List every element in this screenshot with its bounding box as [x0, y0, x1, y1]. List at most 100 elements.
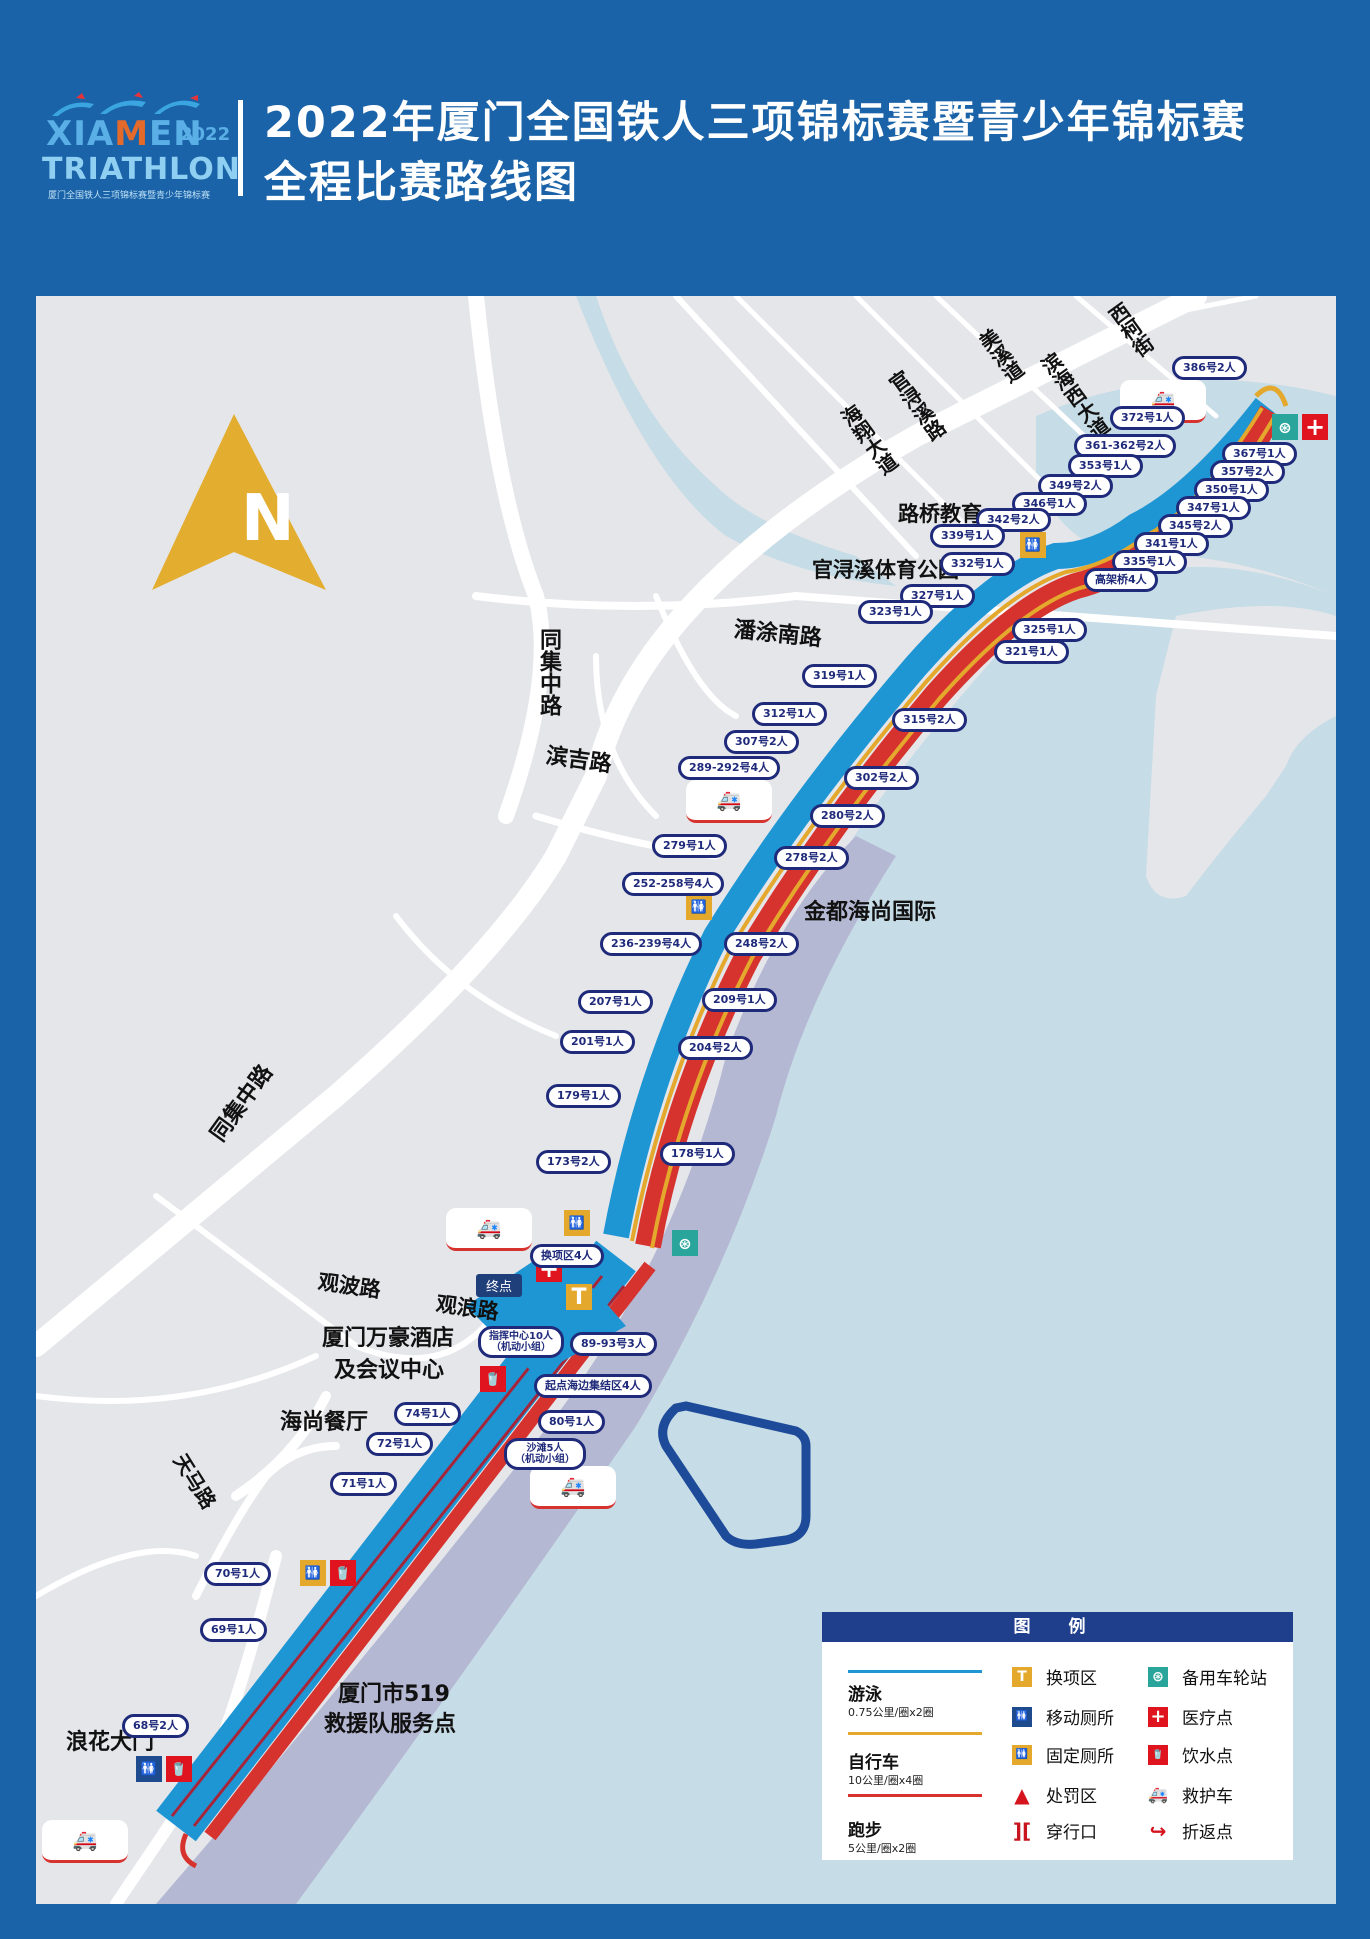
water-station-icon: 🥤 [1148, 1744, 1168, 1765]
place-rescue-519: 厦门市519 [338, 1682, 450, 1707]
marshal-post-label: 70号1人 [204, 1562, 271, 1586]
legend-run-name: 跑步 [848, 1821, 882, 1841]
marshal-post-label: 386号2人 [1172, 356, 1247, 380]
ambulance-icon: 🚑 [42, 1820, 128, 1863]
ambulance-icon: 🚑 [686, 780, 772, 823]
ambulance-icon: 🚑 [446, 1208, 532, 1251]
athlete-swoosh-icon [52, 92, 200, 116]
marshal-post-label: 沙滩5人（机动小组） [504, 1438, 586, 1470]
legend-medical: +医疗点 [1148, 1704, 1233, 1729]
fixed-toilet-icon: 🚻 [1012, 1744, 1032, 1765]
fixed-toilet-icon: 🚻 [564, 1210, 590, 1236]
spare-wheel-icon: ⊛ [1272, 414, 1298, 440]
marshal-post-label: 72号1人 [366, 1432, 433, 1456]
legend-crossing: ][穿行口 [1012, 1818, 1097, 1844]
fixed-toilet-icon: 🚻 [300, 1560, 326, 1586]
header: XIAMEN 2022 TRIATHLON 厦门全国铁人三项锦标赛暨青少年锦标赛… [0, 0, 1370, 290]
legend-run-desc: 5公里/圈x2圈 [848, 1842, 917, 1855]
legend-bike-line [848, 1732, 982, 1735]
legend: 图 例 游泳 0.75公里/圈x2圈 自行车 10公里/圈x4圈 跑步 5公里/… [822, 1612, 1293, 1860]
marshal-post-label: 321号1人 [994, 640, 1069, 664]
marshal-post-label: 372号1人 [1110, 406, 1185, 430]
legend-penalty: ▲处罚区 [1012, 1782, 1097, 1808]
fixed-toilet-icon: 🚻 [1020, 532, 1046, 558]
marshal-post-label: 68号2人 [122, 1714, 189, 1738]
fixed-toilet-icon: 🚻 [686, 894, 712, 920]
marshal-post-label: 236-239号4人 [600, 932, 703, 956]
water-station-icon: 🥤 [330, 1560, 356, 1586]
marshal-post-label: 201号1人 [560, 1030, 635, 1054]
medical-icon: + [1302, 413, 1328, 441]
legend-bike-name: 自行车 [848, 1753, 899, 1773]
compass-arrow [152, 414, 326, 590]
logo-subtitle: 厦门全国铁人三项锦标赛暨青少年锦标赛 [48, 191, 211, 201]
marshal-post-label: 209号1人 [702, 988, 777, 1012]
marshal-post-label: 换项区4人 [530, 1244, 604, 1268]
marshal-post-label: 指挥中心10人（机动小组） [478, 1326, 564, 1358]
place-jindu-haishang: 金都海尚国际 [804, 900, 937, 925]
place-guanxunxi-park: 官浔溪体育公园 [812, 558, 959, 582]
marshal-post-label: 252-258号4人 [622, 872, 725, 896]
marshal-post-label: 179号1人 [546, 1084, 621, 1108]
ambulance-icon: 🚑 [1148, 1785, 1168, 1804]
legend-swim-line [848, 1670, 982, 1673]
marshal-post-label: 289-292号4人 [678, 756, 781, 780]
legend-mobile-toilet: 🚻移动厕所 [1012, 1704, 1114, 1729]
transition-icon: T [566, 1284, 592, 1310]
marshal-post-label: 332号1人 [940, 552, 1015, 576]
legend-water: 🥤饮水点 [1148, 1742, 1233, 1767]
xiamen-triathlon-logo: XIAMEN 2022 TRIATHLON 厦门全国铁人三项锦标赛暨青少年锦标赛 [40, 92, 240, 202]
marshal-post-label: 69号1人 [200, 1618, 267, 1642]
legend-turnaround: ↪折返点 [1149, 1818, 1233, 1844]
legend-fixed-toilet: 🚻固定厕所 [1012, 1742, 1114, 1767]
penalty-triangle-icon: ▲ [1014, 1782, 1030, 1807]
turnaround-icon: ↪ [1149, 1818, 1167, 1843]
legend-spare-wheel: ⊛备用车轮站 [1148, 1664, 1267, 1689]
page-title: 2022年厦门全国铁人三项锦标赛暨青少年锦标赛 [264, 98, 1247, 148]
place-luqiao-education: 路桥教育 [898, 502, 982, 526]
marshal-post-label: 280号2人 [810, 804, 885, 828]
marshal-post-label: 高架桥4人 [1084, 568, 1158, 592]
marshal-post-label: 71号1人 [330, 1472, 397, 1496]
marshal-post-label: 302号2人 [844, 766, 919, 790]
marshal-post-label: 207号1人 [578, 990, 653, 1014]
marshal-post-label: 248号2人 [724, 932, 799, 956]
route-map[interactable]: N 同集中路 同集中路 滨吉路 潘涂南路 海翔大道 官浔溪路 美溪道 滨海西大道… [36, 296, 1336, 1904]
legend-bike-desc: 10公里/圈x4圈 [848, 1774, 924, 1787]
medical-icon: + [1148, 1706, 1168, 1727]
finish-label: 终点 [476, 1274, 523, 1297]
map-base [36, 296, 1336, 1904]
place-rescue-519-2: 救援队服务点 [324, 1712, 457, 1737]
legend-swim-name: 游泳 [848, 1685, 882, 1705]
spare-wheel-icon: ⊛ [672, 1230, 698, 1256]
marshal-post-label: 278号2人 [774, 846, 849, 870]
water-station-icon: 🥤 [480, 1366, 506, 1392]
water-station-icon: 🥤 [166, 1756, 192, 1782]
page-subtitle: 全程比赛路线图 [264, 158, 579, 208]
marshal-post-label: 74号1人 [394, 1402, 461, 1426]
legend-swim-desc: 0.75公里/圈x2圈 [848, 1706, 934, 1719]
marshal-post-label: 307号2人 [724, 730, 799, 754]
place-wanhao-hotel-2: 及会议中心 [334, 1358, 445, 1383]
legend-run-line [848, 1794, 982, 1797]
marshal-post-label: 323号1人 [858, 600, 933, 624]
marshal-post-label: 89-93号3人 [570, 1332, 657, 1356]
mobile-toilet-icon: 🚻 [1012, 1706, 1032, 1727]
marshal-post-label: 325号1人 [1012, 618, 1087, 642]
marshal-post-label: 327号1人 [900, 584, 975, 608]
place-wanhao-hotel: 厦门万豪酒店 [322, 1326, 455, 1351]
crossing-icon: ][ [1012, 1818, 1032, 1843]
marshal-post-label: 204号2人 [678, 1036, 753, 1060]
marshal-post-label: 279号1人 [652, 834, 727, 858]
marshal-post-label: 173号2人 [536, 1150, 611, 1174]
ambulance-icon: 🚑 [530, 1466, 616, 1509]
marshal-post-label: 319号1人 [802, 664, 877, 688]
legend-title: 图 例 [822, 1612, 1293, 1642]
header-divider [238, 100, 243, 196]
spare-wheel-icon: ⊛ [1148, 1666, 1168, 1687]
marshal-post-label: 315号2人 [892, 708, 967, 732]
logo-xiamen-text: XIAMEN [46, 114, 203, 154]
mobile-toilet-icon: 🚻 [136, 1756, 162, 1782]
legend-ambulance: 🚑救护车 [1148, 1785, 1233, 1807]
